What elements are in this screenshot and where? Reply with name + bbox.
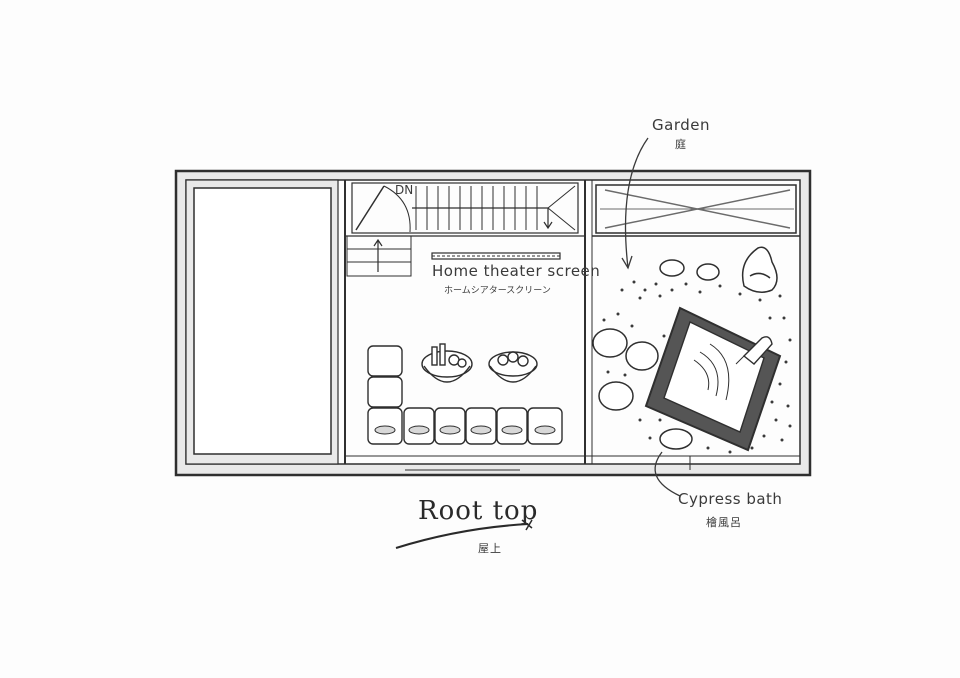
garden-label-jp: 庭 (675, 138, 687, 151)
home-theater-screen (431, 252, 561, 260)
leader-lines (621, 137, 681, 497)
stepping-stones (592, 259, 720, 450)
sectional-sofa (367, 345, 563, 445)
cypress-bath (644, 306, 782, 452)
plan-title: Root top (418, 496, 539, 526)
title-underline (395, 519, 533, 549)
garden-pergola (595, 184, 797, 234)
bath-label: Cypress bath (678, 490, 783, 508)
side-table-left (421, 343, 473, 383)
staircase (346, 182, 579, 277)
side-table-right (488, 351, 538, 383)
garden-label: Garden (652, 116, 710, 134)
left-room (185, 179, 339, 465)
screen-label: Home theater screen (432, 262, 601, 280)
garden-gravel (602, 280, 792, 454)
bottom-openings (405, 456, 691, 471)
stone-lantern (741, 246, 778, 293)
stair-down-label: DN (395, 183, 414, 197)
screen-label-jp: ホームシアタースクリーン (444, 286, 551, 296)
bath-label-jp: 檜風呂 (706, 516, 742, 529)
plan-title-jp: 屋上 (478, 542, 502, 555)
